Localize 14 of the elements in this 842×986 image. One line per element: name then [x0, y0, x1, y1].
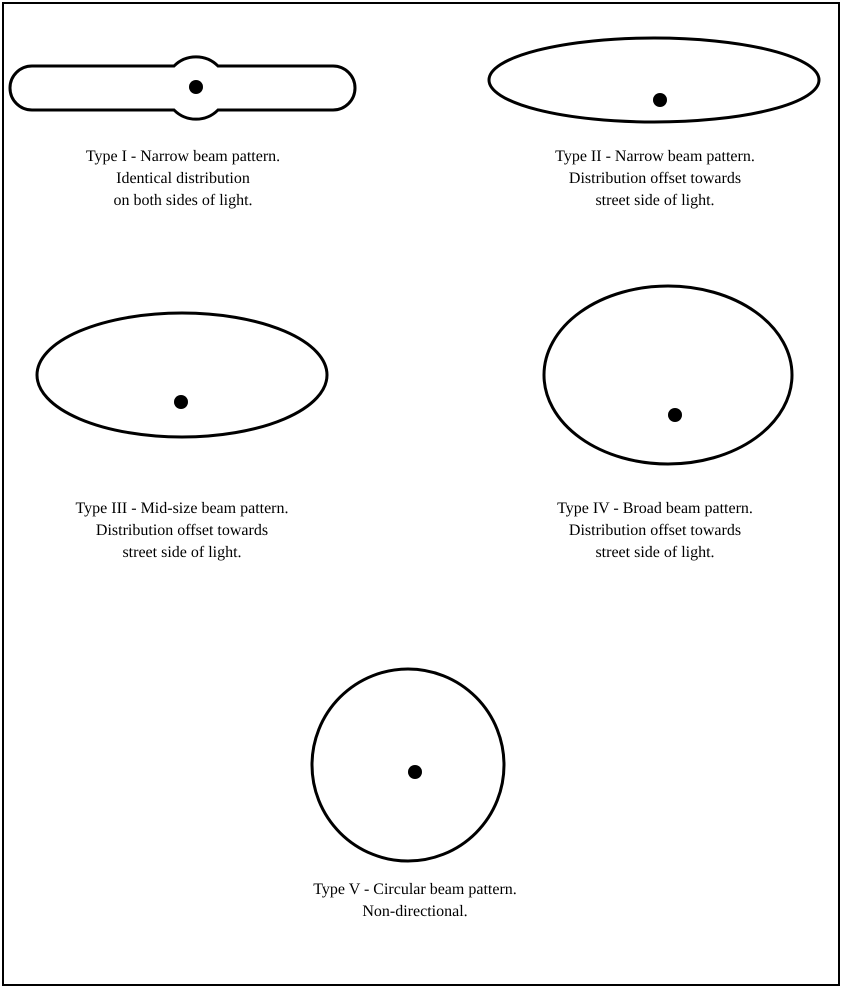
pattern-description: Distribution offset towards — [568, 169, 742, 189]
pattern-description: Identical distribution — [116, 169, 250, 189]
pattern-title: Type V - Circular beam pattern. — [313, 880, 517, 900]
pattern-title: Type I - Narrow beam pattern. — [86, 147, 280, 167]
pattern-description: Distribution offset towards — [568, 521, 742, 541]
pattern-description: Non-directional. — [362, 902, 468, 922]
pattern-description: street side of light. — [595, 191, 715, 211]
pattern-description: on both sides of light. — [113, 191, 253, 211]
pattern-description: street side of light. — [595, 543, 715, 563]
pattern-title: Type II - Narrow beam pattern. — [555, 147, 755, 167]
pattern-description: Distribution offset towards — [96, 521, 268, 541]
pattern-title: Type III - Mid-size beam pattern. — [76, 499, 288, 519]
pattern-title: Type IV - Broad beam pattern. — [557, 499, 753, 519]
pattern-description: street side of light. — [122, 543, 242, 563]
